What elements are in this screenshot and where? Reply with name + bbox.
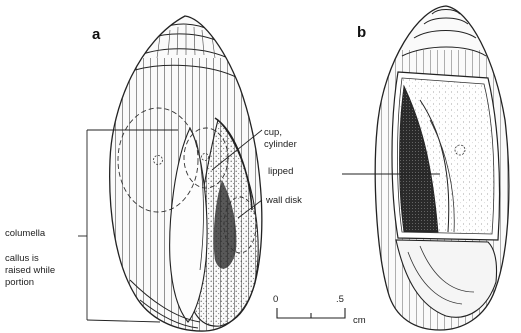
shell-b xyxy=(370,6,515,333)
label-callus: callus is raised while portion xyxy=(5,253,65,289)
label-columella: columella xyxy=(5,228,45,240)
scale-label-start: 0 xyxy=(273,294,278,306)
scale-label-end: .5 xyxy=(336,294,344,306)
scale-label-unit: cm xyxy=(353,315,366,327)
scale-bar xyxy=(277,308,345,318)
label-cup-cylinder: cup, cylinder xyxy=(264,127,312,151)
panel-label-a: a xyxy=(92,26,100,43)
label-lipped: lipped xyxy=(268,166,293,178)
panel-label-b: b xyxy=(357,24,366,41)
shell-a xyxy=(105,16,270,333)
label-wall-disk: wall disk xyxy=(266,195,302,207)
